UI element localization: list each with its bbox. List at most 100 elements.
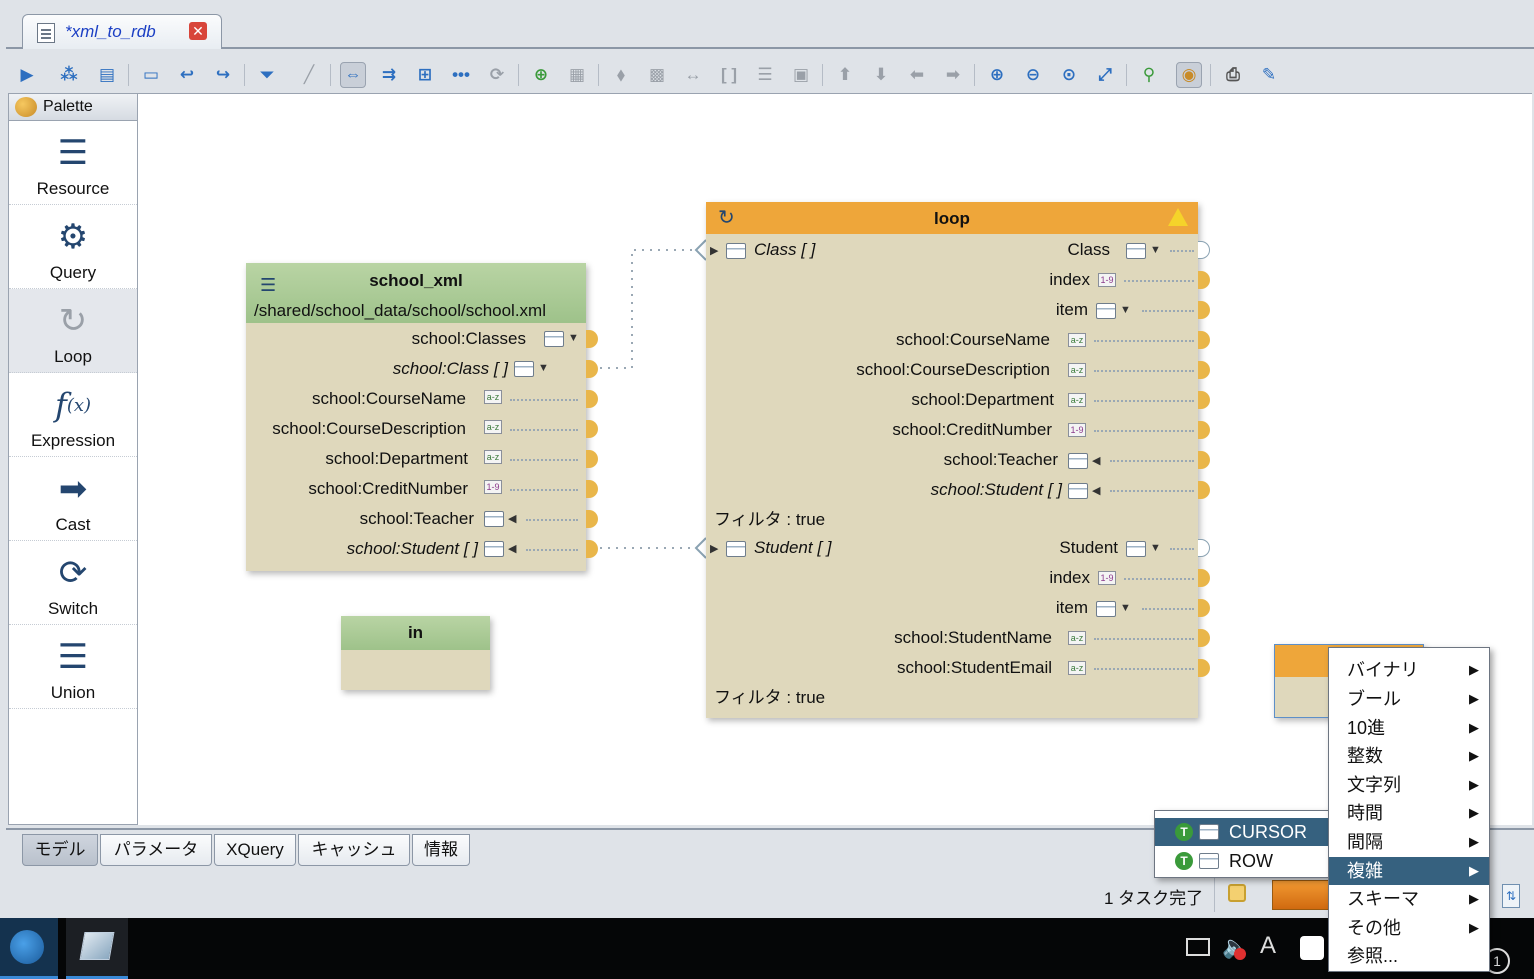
expand-down-icon[interactable]: ▼: [568, 332, 579, 344]
output-port[interactable]: [586, 360, 598, 378]
palette-item-expression[interactable]: f(x) Expression: [9, 373, 137, 457]
loop-output-row[interactable]: Student: [1059, 538, 1118, 557]
expand-right-icon[interactable]: ▶: [710, 543, 719, 555]
zoom-in-icon[interactable]: ⊕: [989, 65, 1005, 84]
right-arrow-icon[interactable]: ➡: [945, 65, 961, 84]
menu-item-complex[interactable]: 複雑▶: [1329, 857, 1489, 885]
output-port[interactable]: [1198, 361, 1210, 379]
output-port[interactable]: [586, 390, 598, 408]
field-row[interactable]: school:Teacher: [359, 509, 474, 528]
collapse-left-icon[interactable]: ◀: [508, 513, 517, 525]
palette-item-query[interactable]: ⚙ Query: [9, 205, 137, 289]
ime-mode-icon[interactable]: [1300, 936, 1324, 960]
table-gray-icon[interactable]: ▦: [568, 65, 586, 84]
output-port[interactable]: [1198, 659, 1210, 677]
loop-output-row[interactable]: item: [1055, 598, 1088, 617]
output-port[interactable]: [586, 510, 598, 528]
menu-item-interval[interactable]: 間隔▶: [1329, 828, 1489, 856]
output-port[interactable]: [1198, 599, 1210, 617]
output-port[interactable]: [1198, 629, 1210, 647]
school-xml-node[interactable]: ☰ school_xml /shared/school_data/school/…: [246, 263, 598, 571]
output-port[interactable]: [1198, 481, 1210, 499]
warning-icon[interactable]: [1168, 208, 1188, 226]
search-icon[interactable]: ⚲: [1142, 65, 1156, 84]
fit-horizontal-icon[interactable]: ⇔: [340, 62, 366, 88]
field-row[interactable]: school:Department: [325, 449, 468, 468]
loop-output-row[interactable]: school:StudentEmail: [897, 658, 1052, 677]
output-port[interactable]: [1198, 331, 1210, 349]
loop-filter[interactable]: フィルタ : true: [714, 688, 826, 707]
output-port[interactable]: [1198, 271, 1210, 289]
palette-item-loop[interactable]: ↻ Loop: [9, 289, 137, 373]
loop-output-row[interactable]: Class: [1067, 240, 1110, 259]
align-grid-icon[interactable]: ⊞: [417, 65, 433, 84]
expand-down-icon[interactable]: ▼: [1120, 304, 1131, 316]
down-arrow-icon[interactable]: ⬇: [873, 65, 889, 84]
brackets-icon[interactable]: [ ]: [720, 65, 738, 84]
print-icon[interactable]: ⎙: [1226, 65, 1240, 84]
output-port[interactable]: [1198, 301, 1210, 319]
loop-output-row[interactable]: school:Teacher: [943, 450, 1058, 469]
menu-item-decimal[interactable]: 10進▶: [1329, 714, 1489, 742]
expand-down-icon[interactable]: ▼: [1150, 244, 1161, 256]
palette-item-switch[interactable]: ⟳ Switch: [9, 541, 137, 625]
up-arrow-icon[interactable]: ⬆: [837, 65, 853, 84]
form-icon[interactable]: ▤: [98, 65, 116, 84]
collapse-left-icon[interactable]: ◀: [1092, 485, 1101, 497]
zoom-out-icon[interactable]: ⊖: [1025, 65, 1041, 84]
fit-screen-icon[interactable]: ⤢: [1098, 65, 1112, 84]
field-row[interactable]: school:CourseName: [311, 389, 466, 408]
output-port[interactable]: [1198, 451, 1210, 469]
start-button[interactable]: [0, 918, 58, 979]
palette-item-union[interactable]: ☰ Union: [9, 625, 137, 709]
menu-item-boolean[interactable]: ブール▶: [1329, 685, 1489, 713]
add-icon[interactable]: ⊕: [533, 65, 549, 84]
distribute-icon[interactable]: ⇉: [381, 65, 397, 84]
comment-icon[interactable]: ▭: [142, 65, 160, 84]
close-icon[interactable]: ✕: [189, 22, 207, 40]
menu-item-integer[interactable]: 整数▶: [1329, 742, 1489, 770]
tab-model[interactable]: モデル: [22, 834, 98, 866]
menu-item-string[interactable]: 文字列▶: [1329, 771, 1489, 799]
menu-item-binary[interactable]: バイナリ▶: [1329, 656, 1489, 684]
network-icon[interactable]: [1186, 938, 1210, 956]
palette-item-cast[interactable]: ➡ Cast: [9, 457, 137, 541]
list-icon[interactable]: ☰: [757, 65, 773, 84]
wrench-icon[interactable]: ✎: [1261, 65, 1277, 84]
sync-icon[interactable]: ⇅: [1502, 884, 1520, 908]
menu-item-browse[interactable]: 参照...: [1329, 942, 1489, 970]
loop-node[interactable]: ↻ loop ▶ Class [ ] Class index item scho…: [706, 202, 1210, 718]
forward-arrow-icon[interactable]: ↪: [215, 65, 231, 84]
menu-item-row[interactable]: T ROW: [1155, 847, 1328, 875]
collapse-left-icon[interactable]: ◀: [508, 543, 517, 555]
tag-icon[interactable]: ⬧: [617, 65, 625, 84]
loop-header[interactable]: ↻ loop: [706, 202, 1198, 234]
field-row[interactable]: school:CreditNumber: [308, 479, 468, 498]
width-icon[interactable]: ↔: [684, 65, 702, 84]
progress-button[interactable]: [1272, 880, 1332, 910]
taskbar-app[interactable]: [66, 918, 128, 979]
loop-input-student[interactable]: Student [ ]: [754, 538, 832, 557]
palette-toggle-icon[interactable]: ◉: [1176, 62, 1202, 88]
loop-output-row[interactable]: school:CourseDescription: [856, 360, 1050, 379]
menu-item-time[interactable]: 時間▶: [1329, 799, 1489, 827]
left-arrow-icon[interactable]: ⬅: [909, 65, 925, 84]
run-icon[interactable]: ▶: [20, 65, 34, 84]
collapse-left-icon[interactable]: ◀: [1092, 455, 1101, 467]
panel-icon[interactable]: ▣: [792, 65, 810, 84]
grid-gray-icon[interactable]: ▩: [648, 65, 666, 84]
refresh-icon[interactable]: ⟳: [489, 65, 505, 84]
output-port[interactable]: [1198, 421, 1210, 439]
loop-output-row[interactable]: index: [1049, 270, 1090, 289]
field-row[interactable]: school:Student [ ]: [346, 539, 478, 558]
loop-output-row[interactable]: school:Department: [911, 390, 1054, 409]
menu-item-other[interactable]: その他▶: [1329, 914, 1489, 942]
loop-filter[interactable]: フィルタ : true: [714, 510, 826, 529]
output-port[interactable]: [586, 540, 598, 558]
back-arrow-icon[interactable]: ↩: [179, 65, 195, 84]
output-port[interactable]: [1198, 391, 1210, 409]
tab-info[interactable]: 情報: [412, 834, 470, 866]
link-tool-icon[interactable]: ╱: [303, 65, 315, 84]
output-port[interactable]: [586, 420, 598, 438]
field-row[interactable]: school:CourseDescription: [272, 419, 466, 438]
